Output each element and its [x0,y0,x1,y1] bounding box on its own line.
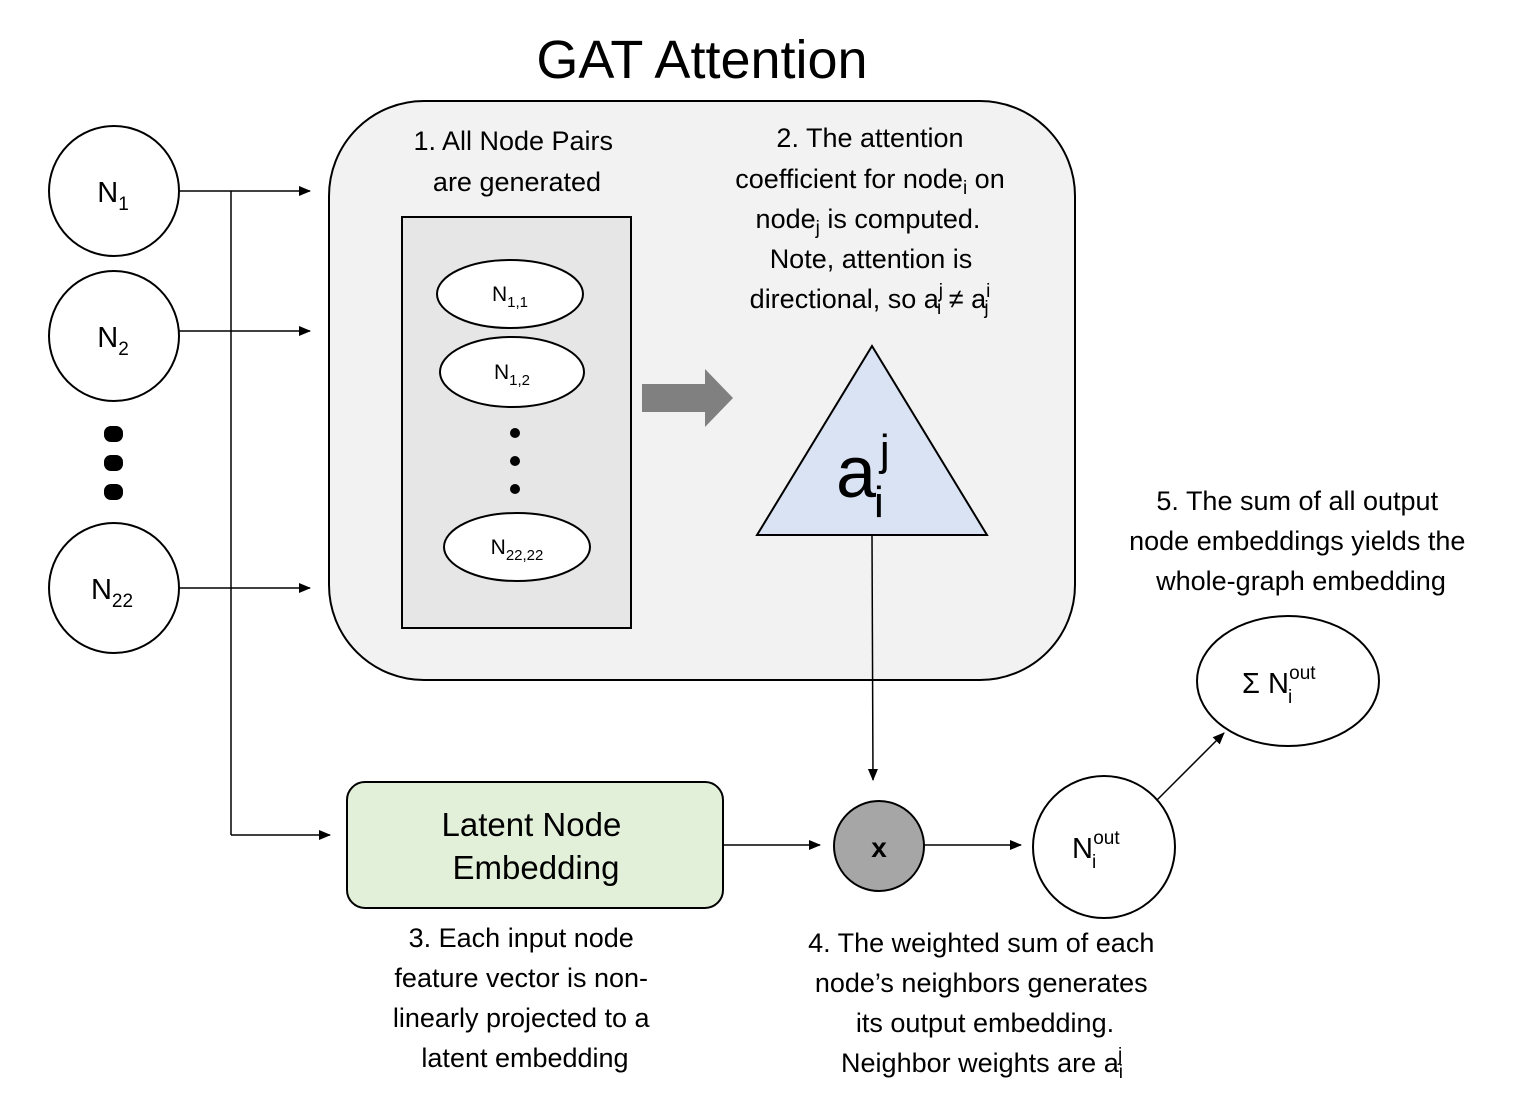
input-connectors [179,186,331,840]
svg-text:N1,2: N1,2 [494,361,530,389]
step2-line4: Note, attention is [770,244,973,274]
svg-text:N1: N1 [97,177,129,215]
svg-text:x: x [871,832,887,863]
output-to-sum-arrow [1156,732,1225,801]
multiply-node: x [833,800,925,892]
step2-line3: nodej is computed. [756,204,981,239]
attention-to-multiply-arrow [867,534,878,781]
pair-ellipsis [510,428,520,494]
pair-node-1-1: N1,1 [436,259,584,329]
sum-node: Σ Niout [1196,615,1380,747]
latent-embedding-label: Latent Node Embedding [442,806,631,886]
svg-text:N22: N22 [91,574,133,612]
pair-node-1-2: N1,2 [439,336,585,408]
output-node: Niout [1032,775,1176,919]
svg-text:N2: N2 [97,322,129,360]
step2-caption: 2. The attention [776,123,963,153]
svg-text:Σ Niout: Σ Niout [1242,663,1316,708]
input-node-2: N2 [48,270,180,402]
step5-caption: 5. The sum of all output node embeddings… [1129,486,1473,596]
step2-line2: coefficient for nodei on [735,164,1004,199]
step4-caption: 4. The weighted sum of each node’s neigh… [808,928,1162,1038]
latent-embedding-box [346,781,724,909]
svg-text:Niout: Niout [1072,828,1120,873]
svg-text:N22,22: N22,22 [491,536,544,564]
input-node-22: N22 [48,522,180,654]
step1-caption: 1. All Node Pairs are generated [413,126,620,197]
input-node-ellipsis [104,426,123,500]
attention-symbol: aij [836,426,890,527]
input-node-1: N1 [48,125,180,257]
step4-last-line: Neighbor weights are aij [841,1045,1123,1083]
big-arrow-icon [642,369,733,427]
svg-text:N1,1: N1,1 [492,283,528,311]
diagram-title: GAT Attention [536,30,867,90]
pair-node-22-22: N22,22 [443,512,591,582]
step3-caption: 3. Each input node feature vector is non… [393,923,657,1073]
